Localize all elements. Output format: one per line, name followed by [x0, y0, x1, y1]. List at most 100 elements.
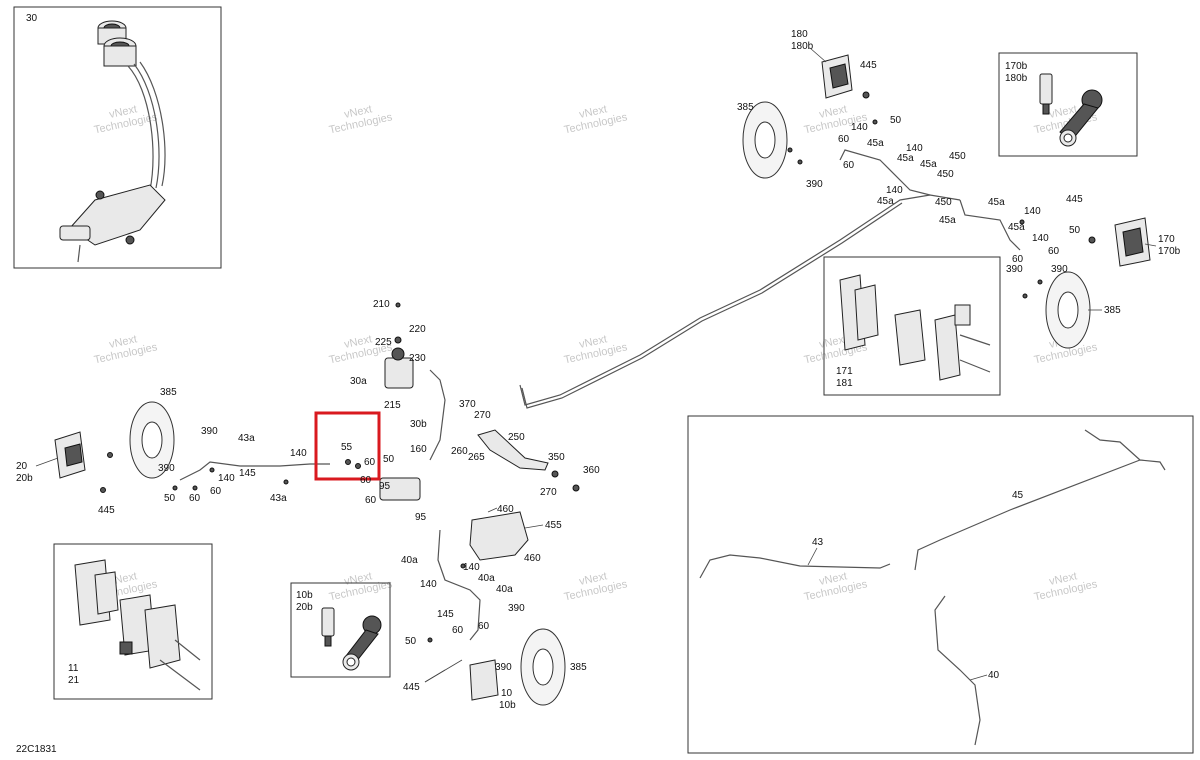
callout-230: 230 [409, 353, 426, 364]
callout-40: 40 [988, 670, 1000, 681]
callout-170b: 170b [1158, 246, 1181, 257]
watermark-line1: vNext [578, 570, 608, 588]
callout-145-bottom: 145 [437, 609, 454, 620]
watermark-line1: vNext [108, 333, 138, 351]
inset-box-caliper-11: 11 21 [53, 543, 213, 700]
callout-370: 370 [459, 399, 476, 410]
callout-10: 10 [501, 688, 513, 699]
callout-171: 171 [836, 366, 853, 377]
callout-140-bottom-b: 140 [420, 579, 437, 590]
callout-20b: 20b [16, 473, 33, 484]
right-front-brake-top: 180 180b 445 385 50 140 60 45a 140 45a 6… [737, 29, 966, 226]
diagram-code: 22C1831 [16, 744, 57, 755]
watermark-line1: vNext [343, 103, 373, 121]
callout-250: 250 [508, 432, 525, 443]
callout-60-bottom-a: 60 [452, 625, 464, 636]
callout-385-left: 385 [160, 387, 177, 398]
callout-60-top-b: 60 [843, 160, 855, 171]
callout-30: 30 [26, 13, 38, 24]
callout-40a-a: 40a [401, 555, 418, 566]
callout-50-bottom: 50 [405, 636, 417, 647]
callout-45a-top-c: 45a [920, 159, 937, 170]
callout-390-top: 390 [806, 179, 823, 190]
callout-60-left-b: 60 [189, 493, 201, 504]
callout-450-top-a: 450 [949, 151, 966, 162]
callout-445-top: 445 [860, 60, 877, 71]
callout-11: 11 [68, 663, 79, 674]
callout-50-center: 50 [383, 454, 395, 465]
callout-385-bottom: 385 [570, 662, 587, 673]
callout-445-bottom: 445 [403, 682, 420, 693]
reservoir: 460 455 460 [469, 504, 562, 564]
callout-220: 220 [409, 324, 426, 335]
callout-60-top-a: 60 [838, 134, 850, 145]
watermark-line1: vNext [1048, 570, 1078, 588]
callout-30b: 30b [410, 419, 427, 430]
callout-360: 360 [583, 465, 600, 476]
callout-180b: 180b [791, 41, 814, 52]
callout-50-top: 50 [890, 115, 902, 126]
callout-21: 21 [68, 675, 80, 686]
inset-box-master-cylinder: 30 [13, 6, 222, 269]
highlight-box [314, 411, 381, 481]
callout-140-top-b: 140 [906, 143, 923, 154]
callout-390-bottom-a: 390 [508, 603, 525, 614]
callout-60-bottom-b: 60 [478, 621, 490, 632]
callout-50-right: 50 [1069, 225, 1081, 236]
callout-30a: 30a [350, 376, 367, 387]
callout-455: 455 [545, 520, 562, 531]
callout-45a-right-a: 45a [988, 197, 1005, 208]
callout-210: 210 [373, 299, 390, 310]
callout-445-right: 445 [1066, 194, 1083, 205]
callout-160: 160 [410, 444, 427, 455]
highlight-callouts: 55 60 50 60 95 60 95 [341, 442, 427, 523]
callout-460-bottom: 460 [524, 553, 541, 564]
callout-390-right-b: 390 [1051, 264, 1068, 275]
callout-225: 225 [375, 337, 392, 348]
callout-60-highlight: 60 [364, 457, 376, 468]
callout-450-top-b: 450 [937, 169, 954, 180]
callout-265: 265 [468, 452, 485, 463]
callout-43a-left-b: 43a [270, 493, 287, 504]
callout-460-top: 460 [497, 504, 514, 515]
callout-270-top: 270 [474, 410, 491, 421]
callout-180: 180 [791, 29, 808, 40]
callout-215: 215 [384, 400, 401, 411]
inset-box-pads-171: 171 181 [823, 256, 1001, 396]
callout-390-left-a: 390 [201, 426, 218, 437]
watermark-line1: vNext [1048, 103, 1078, 121]
watermark-line1: vNext [108, 103, 138, 121]
callout-170b: 170b [1005, 61, 1028, 72]
watermark-line1: vNext [818, 333, 848, 351]
callout-20b: 20b [296, 602, 313, 613]
callout-350: 350 [548, 452, 565, 463]
watermark-line1: vNext [818, 570, 848, 588]
right-brake-170: 45a 140 45a 140 50 60 60 390 390 445 170… [988, 194, 1181, 349]
watermark-line1: vNext [343, 570, 373, 588]
rear-brake-bottom: 40a 140 40a 140 40a 145 390 60 60 50 390… [401, 555, 587, 711]
callout-40a-b: 40a [478, 573, 495, 584]
callout-270-bottom: 270 [540, 487, 557, 498]
center-master-cylinder: 210 220 225 230 30a 215 30b 370 270 250 … [350, 299, 600, 501]
inset-box-bleeder-10b: 10b 20b [290, 582, 391, 678]
callout-60-right-a: 60 [1012, 254, 1024, 265]
inset-box-brake-lines: 45 43 40 [687, 415, 1194, 754]
callout-40a-c: 40a [496, 584, 513, 595]
inset-box-bleeder-170b: 170b 180b [998, 52, 1138, 157]
brake-lines-main [179, 149, 1021, 641]
callout-385-top: 385 [737, 102, 754, 113]
left-front-brake: 385 20 20b 445 390 390 43a 140 145 140 6… [16, 387, 307, 516]
callout-50-left: 50 [164, 493, 176, 504]
callout-45a-top-e: 45a [939, 215, 956, 226]
callout-445-left: 445 [98, 505, 115, 516]
callout-60-left-a: 60 [210, 486, 222, 497]
callout-60-center-a: 60 [360, 475, 372, 486]
callout-450-top-c: 450 [935, 197, 952, 208]
callout-45a-right-b: 45a [1008, 222, 1025, 233]
callout-20: 20 [16, 461, 28, 472]
callout-43a-left: 43a [238, 433, 255, 444]
callout-140-top-c: 140 [886, 185, 903, 196]
watermark-line1: vNext [818, 103, 848, 121]
callout-60-center-b: 60 [365, 495, 377, 506]
callout-45: 45 [1012, 490, 1024, 501]
